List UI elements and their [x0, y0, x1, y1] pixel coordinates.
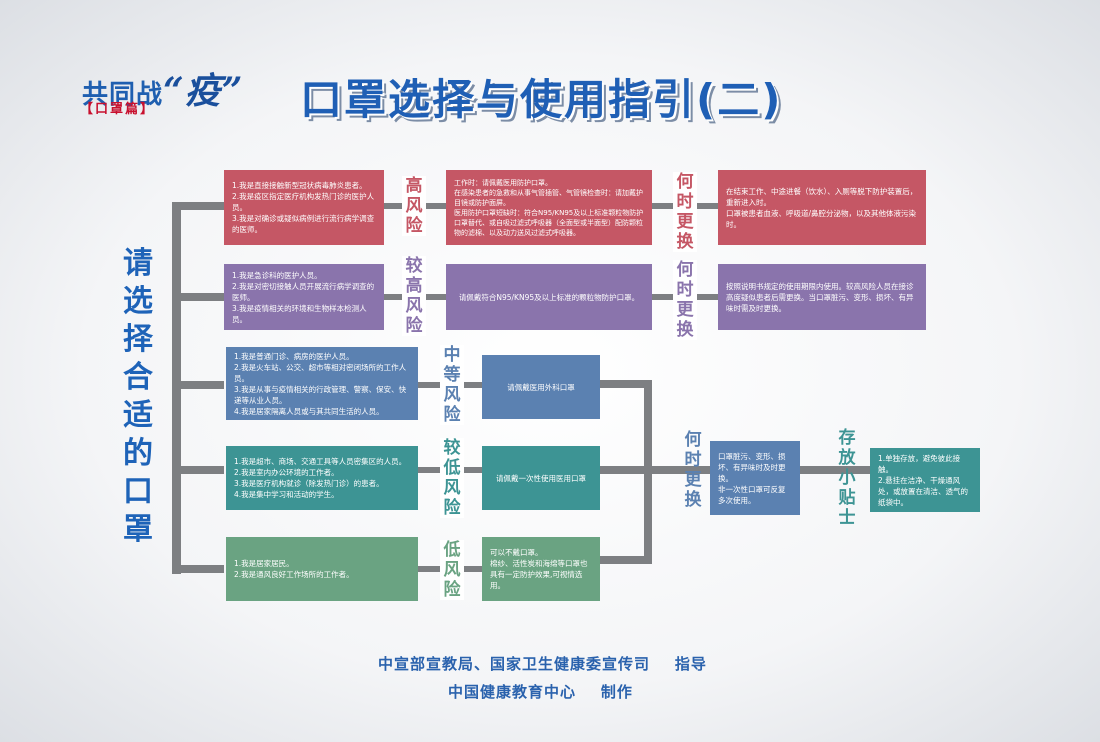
right-bracket-top: [600, 380, 652, 388]
row3-people-1: 1.我是普通门诊、病房的医护人员。: [234, 351, 354, 361]
row2-advice-1: 请佩戴符合N95/KN95及以上标准的颗粒物防护口罩。: [458, 292, 640, 302]
left-bracket-row4: [172, 466, 224, 474]
row1-when-label: 何时更换: [673, 172, 697, 252]
row3-people-box: 1.我是普通门诊、病房的医护人员。 2.我是火车站、公交、超市等相对密闭场所的工…: [226, 347, 418, 420]
row2-people-1: 1.我是急诊科的医护人员。: [232, 270, 322, 280]
row2-when-1: 按照说明书规定的使用期限内使用。较高风险人员在接诊高度疑似患者后需更换。当口罩脏…: [726, 281, 914, 313]
left-bracket-top: [172, 202, 224, 210]
row1-when-1: 在结束工作、中途进餐（饮水）、入厕等脱下防护装置后，重新进入时。: [726, 186, 918, 207]
row2-when-box: 按照说明书规定的使用期限内使用。较高风险人员在接诊高度疑似患者后需更换。当口罩脏…: [718, 264, 926, 330]
row1-advice-1: 工作时：请佩戴医用防护口罩。: [454, 178, 552, 187]
logo: 共同战“疫”: [82, 62, 243, 114]
row2-people-2: 2.我是对密切接触人员开展流行病学调查的医师。: [232, 281, 375, 302]
row1-people-1: 1.我是直接接触新型冠状病毒肺炎患者。: [232, 181, 367, 190]
left-bracket-row2: [172, 293, 224, 301]
shared-when-box: 口罩脏污、变形、损坏、有异味时及时更换。 非一次性口罩可反复多次使用。: [710, 441, 800, 515]
right-bracket-bottom: [600, 556, 652, 564]
left-bracket-vertical: [172, 206, 181, 574]
row5-people-box: 1.我是居家居民。 2.我是通风良好工作场所的工作者。: [226, 537, 418, 601]
row1-risk-label: 高风险: [402, 176, 426, 236]
row2-people-box: 1.我是急诊科的医护人员。 2.我是对密切接触人员开展流行病学调查的医师。 3.…: [224, 264, 384, 330]
shared-when-1: 口罩脏污、变形、损坏、有异味时及时更换。: [718, 451, 786, 483]
row5-people-1: 1.我是居家居民。: [234, 559, 294, 568]
row1-advice-box: 工作时：请佩戴医用防护口罩。 在感染患者的急救和从事气管插管、气管镜检查时：请加…: [446, 170, 652, 245]
row5-advice-1: 可以不戴口罩。: [490, 548, 543, 557]
logo-text-accent: “疫”: [163, 70, 244, 112]
row1-advice-2: 在感染患者的急救和从事气管插管、气管镜检查时：请加戴护目镜或防护面屏。: [454, 188, 643, 207]
row2-when-label: 何时更换: [673, 260, 697, 340]
row4-people-4: 4.我是集中学习和活动的学生。: [234, 490, 339, 499]
right-bracket-out: [652, 466, 710, 474]
row1-advice-3: 医用防护口罩短缺时：符合N95/KN95及以上标准颗粒物防护口罩替代、或自吸过滤…: [454, 208, 644, 237]
page-title: 口罩选择与使用指引(二): [300, 75, 783, 124]
row4-people-3: 3.我是医疗机构就诊（除发热门诊）的患者。: [234, 479, 384, 488]
row2-advice-box: 请佩戴符合N95/KN95及以上标准的颗粒物防护口罩。: [446, 264, 652, 330]
row3-advice-1: 请佩戴医用外科口罩: [507, 382, 575, 392]
shared-when-2: 非一次性口罩可反复多次使用。: [718, 484, 786, 505]
row3-people-4: 4.我是居家隔离人员或与其共同生活的人员。: [234, 406, 384, 416]
right-bracket-vertical: [644, 380, 652, 564]
storage-2: 2.悬挂在洁净、干燥通风处，或放置在清洁、透气的纸袋中。: [878, 475, 968, 507]
row3-people-3: 3.我是从事与疫情相关的行政管理、警察、保安、快递等从业人员。: [234, 384, 407, 405]
row5-people-2: 2.我是通风良好工作场所的工作者。: [234, 570, 354, 579]
row1-when-2: 口罩被患者血液、呼吸道/鼻腔分泌物，以及其他体液污染时。: [726, 208, 917, 229]
row2-risk-label: 较高风险: [402, 256, 426, 336]
row2-people-3: 3.我是疫情相关的环境和生物样本检测人员。: [232, 303, 367, 324]
row1-when-box: 在结束工作、中途进餐（饮水）、入厕等脱下防护装置后，重新进入时。 口罩被患者血液…: [718, 170, 926, 245]
row3-people-2: 2.我是火车站、公交、超市等相对密闭场所的工作人员。: [234, 362, 407, 383]
right-bracket-mid: [600, 466, 652, 474]
left-label: 请选择合适的口罩: [123, 246, 153, 547]
footer-guide: 中宣部宣教局、国家卫生健康委宣传司 指导: [378, 655, 707, 673]
shared-to-storage: [800, 466, 870, 474]
row4-people-2: 2.我是室内办公环境的工作者。: [234, 468, 339, 477]
row1-people-2: 2.我是疫区指定医疗机构发热门诊的医护人员。: [232, 192, 375, 212]
row1-people-box: 1.我是直接接触新型冠状病毒肺炎患者。 2.我是疫区指定医疗机构发热门诊的医护人…: [224, 170, 384, 245]
row4-advice-1: 请佩戴一次性使用医用口罩: [496, 473, 586, 483]
row3-advice-box: 请佩戴医用外科口罩: [482, 355, 600, 419]
logo-subtitle: 【口罩篇】: [80, 102, 156, 117]
row5-advice-box: 可以不戴口罩。 棉纱、活性炭和海绵等口罩也具有一定防护效果,可视情选用。: [482, 537, 600, 601]
row3-risk-label: 中等风险: [440, 345, 464, 425]
row4-people-box: 1.我是超市、商场、交通工具等人员密集区的人员。 2.我是室内办公环境的工作者。…: [226, 446, 418, 510]
shared-when-label: 何时更换: [684, 430, 702, 510]
logo-text: 共同战: [82, 80, 164, 110]
storage-label: 存放小贴士: [838, 428, 856, 528]
left-bracket-bottom: [172, 565, 224, 573]
storage-box: 1.单独存放，避免彼此接触。 2.悬挂在洁净、干燥通风处，或放置在清洁、透气的纸…: [870, 448, 980, 512]
row5-advice-2: 棉纱、活性炭和海绵等口罩也具有一定防护效果,可视情选用。: [490, 559, 588, 590]
row4-advice-box: 请佩戴一次性使用医用口罩: [482, 446, 600, 510]
row4-people-1: 1.我是超市、商场、交通工具等人员密集区的人员。: [234, 457, 407, 466]
row1-people-3: 3.我是对确诊或疑似病例进行流行病学调查的医师。: [232, 214, 375, 234]
left-bracket-row3: [172, 381, 224, 389]
footer-producer: 中国健康教育中心 制作: [448, 683, 633, 701]
row5-risk-label: 低风险: [440, 540, 464, 600]
row4-risk-label: 较低风险: [440, 438, 464, 518]
storage-1: 1.单独存放，避免彼此接触。: [878, 453, 961, 474]
